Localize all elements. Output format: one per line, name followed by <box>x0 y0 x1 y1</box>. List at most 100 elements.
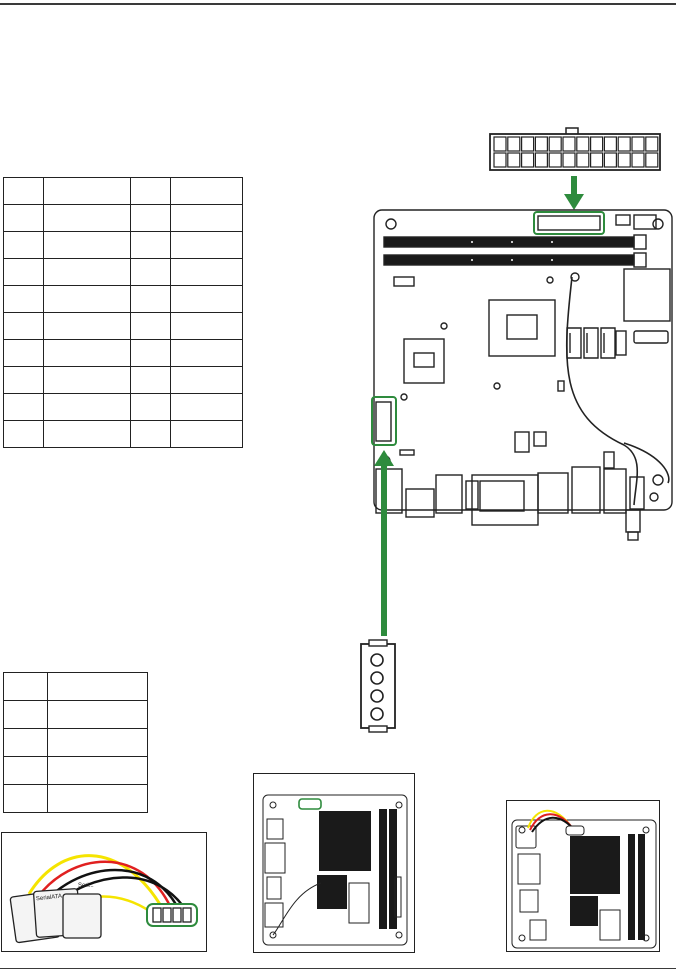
molex-pin-cell <box>2 700 49 729</box>
atx-pin-cell <box>170 420 243 448</box>
atx-pin-cell <box>43 285 132 313</box>
atx-pin-socket <box>562 136 576 152</box>
atx-pin-cell <box>2 285 45 313</box>
atx-pin-cell <box>43 420 132 448</box>
atx-pin-cell <box>2 393 45 421</box>
atx-pin-row <box>2 339 243 367</box>
arrow-up-icon <box>374 450 394 636</box>
atx-pin-header-cell <box>2 177 45 205</box>
atx-pin-cell <box>130 339 172 367</box>
top-rule <box>0 3 676 5</box>
molex-pin-header-cell <box>2 672 49 701</box>
atx-pin-cell <box>2 312 45 340</box>
molex-4pin-connector <box>360 639 396 733</box>
molex-pin-table <box>2 672 148 813</box>
atx-pin-cell <box>130 204 172 232</box>
atx-pin-cell <box>130 420 172 448</box>
atx-pin-socket <box>548 152 562 168</box>
atx-pin-row <box>2 366 243 394</box>
atx-pin-socket <box>507 152 521 168</box>
atx-pin-cell <box>43 339 132 367</box>
atx-pin-cell <box>130 285 172 313</box>
atx-24pin-connector <box>489 127 661 171</box>
board-diagram-small-2 <box>506 800 660 952</box>
atx-pin-cell <box>170 285 243 313</box>
atx-pin-cell <box>130 258 172 286</box>
molex-pin-row <box>2 700 148 729</box>
molex-pin-row <box>2 784 148 813</box>
atx-pin-row <box>2 204 243 232</box>
atx-pin-socket <box>548 136 562 152</box>
molex-pin-header-row <box>2 672 148 701</box>
atx-pin-socket <box>589 136 604 152</box>
sata-connector-label: Seri... <box>78 883 94 889</box>
atx-pin-row <box>2 285 243 313</box>
atx-pin-header-cell <box>130 177 172 205</box>
atx-pin-cell <box>43 258 132 286</box>
molex-pin-row <box>2 756 148 785</box>
atx-pin-cell <box>2 231 45 259</box>
molex-pin-cell <box>2 756 49 785</box>
molex-pin-cell <box>47 700 148 729</box>
molex-plug-highlight <box>146 903 198 927</box>
atx-pin-cell <box>2 204 45 232</box>
atx-pin-socket <box>493 152 507 168</box>
atx-pin-socket <box>507 136 521 152</box>
atx-pin-socket <box>645 136 659 152</box>
atx-pin-socket <box>493 136 507 152</box>
atx-pin-cell <box>170 393 243 421</box>
atx-pin-socket <box>631 136 645 152</box>
atx-pin-socket <box>603 152 618 168</box>
atx-pin-row <box>2 393 243 421</box>
molex-pin-row <box>2 728 148 757</box>
atx-pin-row <box>2 231 243 259</box>
sata-power-cable-photo <box>1 832 207 952</box>
atx-pin-cell <box>2 258 45 286</box>
atx-pin-cell <box>170 339 243 367</box>
arrow-down-icon <box>564 176 584 210</box>
board-diagram-small-1 <box>253 773 415 953</box>
atx-pin-row <box>2 312 243 340</box>
atx-pin-header-cell <box>170 177 243 205</box>
atx-pin-cell <box>130 312 172 340</box>
molex-pin-cell <box>47 728 148 757</box>
atx-pin-cell <box>170 312 243 340</box>
atx-pin-socket <box>617 152 631 168</box>
atx-pin-socket <box>631 152 645 168</box>
atx-pin-cell <box>43 366 132 394</box>
atx-pin-socket <box>534 136 549 152</box>
atx-pin-cell <box>170 258 243 286</box>
atx-pin-cell <box>43 204 132 232</box>
atx-pin-socket <box>645 152 659 168</box>
atx-pin-cell <box>43 312 132 340</box>
atx-pin-socket <box>576 136 590 152</box>
atx-pin-socket <box>562 152 576 168</box>
motherboard-diagram <box>371 209 673 541</box>
atx-pin-cell <box>130 366 172 394</box>
atx-pin-cell <box>2 366 45 394</box>
atx-pin-socket <box>534 152 549 168</box>
molex-pin-cell <box>47 756 148 785</box>
atx-pin-header-row <box>2 177 243 205</box>
molex-pin-cell <box>2 784 49 813</box>
atx-pin-cell <box>2 339 45 367</box>
atx-pin-socket <box>603 136 618 152</box>
atx-pin-socket <box>520 136 535 152</box>
atx-pin-socket <box>617 136 631 152</box>
molex-pin-cell <box>2 728 49 757</box>
atx-pin-cell <box>43 231 132 259</box>
atx-pin-cell <box>43 393 132 421</box>
atx-pin-row <box>2 258 243 286</box>
atx-pin-cell <box>130 393 172 421</box>
atx-pin-header-cell <box>43 177 132 205</box>
molex-pin-header-cell <box>47 672 148 701</box>
atx-pin-cell <box>170 204 243 232</box>
atx-pin-cell <box>130 231 172 259</box>
atx-pin-cell <box>2 420 45 448</box>
bottom-rule <box>0 968 676 969</box>
atx-pin-row <box>2 420 243 448</box>
atx-pin-socket <box>589 152 604 168</box>
atx-pin-socket <box>576 152 590 168</box>
atx-pin-table <box>2 177 243 448</box>
atx-pin-cell <box>170 366 243 394</box>
